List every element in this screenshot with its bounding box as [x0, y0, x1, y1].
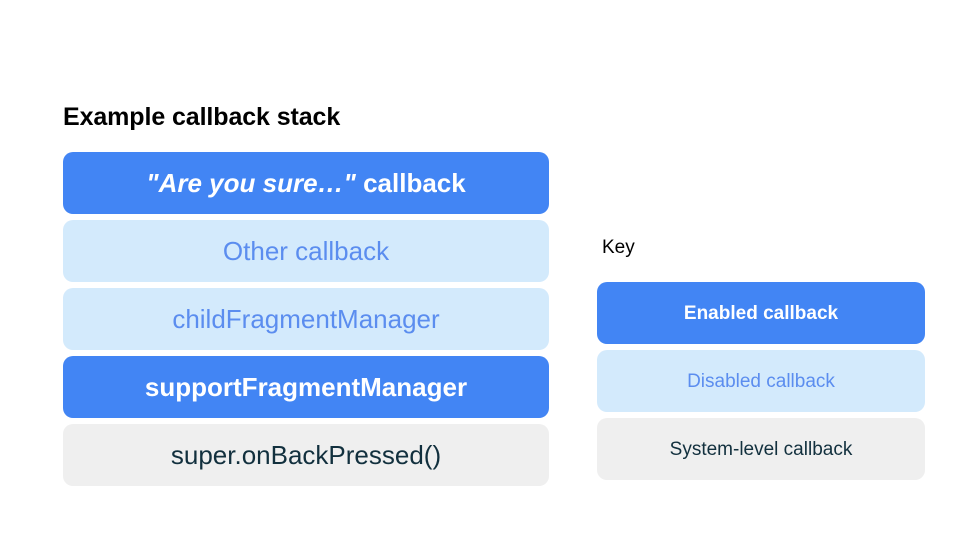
- stack-item-label: "Are you sure…" callback: [146, 170, 465, 196]
- callback-stack-section: Example callback stack "Are you sure…" c…: [63, 100, 549, 486]
- stack-item-are-you-sure-callback: "Are you sure…" callback: [63, 152, 549, 214]
- key-item-label: Enabled callback: [683, 302, 839, 324]
- stack-item-label: supportFragmentManager: [144, 372, 468, 402]
- callback-stack-list: "Are you sure…" callback Other callback …: [63, 152, 549, 486]
- key-title: Key: [602, 237, 635, 258]
- key-item-enabled-callback: Enabled callback: [597, 282, 925, 344]
- stack-item-child-fragment-manager: childFragmentManager: [63, 288, 549, 350]
- key-item-system-level-callback: System-level callback: [597, 418, 925, 480]
- page-title: Example callback stack: [63, 103, 341, 131]
- key-legend-section: Key Enabled callback Disabled callback S…: [597, 235, 925, 480]
- stack-item-support-fragment-manager: supportFragmentManager: [63, 356, 549, 418]
- stack-item-label: childFragmentManager: [172, 304, 440, 334]
- stack-item-label: Other callback: [222, 236, 390, 266]
- key-item-disabled-callback: Disabled callback: [597, 350, 925, 412]
- key-item-label: System-level callback: [669, 438, 853, 460]
- stack-item-super-on-back-pressed: super.onBackPressed(): [63, 424, 549, 486]
- stack-item-label: super.onBackPressed(): [170, 440, 442, 470]
- stack-item-label-plain: callback: [363, 168, 466, 198]
- stack-item-label-quoted: "Are you sure…": [146, 168, 356, 198]
- key-item-label: Disabled callback: [687, 370, 835, 392]
- stack-item-other-callback: Other callback: [63, 220, 549, 282]
- key-legend-list: Enabled callback Disabled callback Syste…: [597, 282, 925, 480]
